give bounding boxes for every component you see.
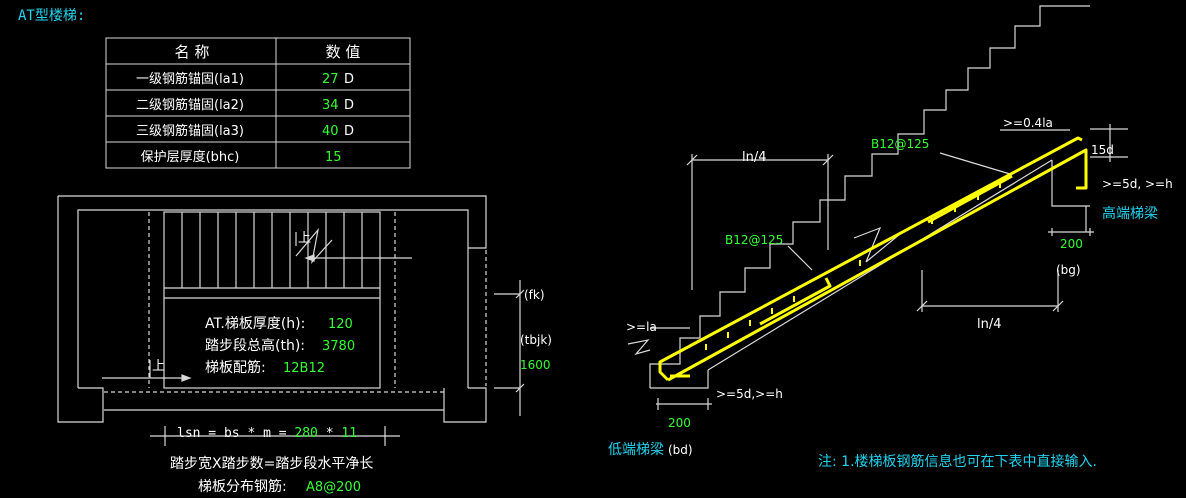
bg-label: (bg) (1056, 263, 1081, 277)
rebar-stirrup-marks (705, 182, 1001, 350)
ln4-bottom: ln/4 (977, 317, 1002, 332)
stair-plan (57, 195, 525, 446)
row-name: 二级钢筋锚固(la2) (136, 97, 244, 113)
distribution-value[interactable]: A8@200 (306, 480, 361, 495)
row-value[interactable]: 15 (325, 150, 342, 165)
plan-up-label: 上 (298, 231, 311, 246)
stair-section (627, 5, 1128, 410)
row-name: 一级钢筋锚固(la1) (136, 71, 244, 87)
rebar-value[interactable]: 12B12 (283, 361, 325, 376)
thickness-value[interactable]: 120 (328, 317, 353, 332)
table-header-value: 数 值 (326, 43, 361, 61)
hook-15d-label: 15d (1091, 143, 1114, 157)
table-row[interactable]: 二级钢筋锚固(la2) 34 D (136, 97, 354, 113)
table-header-name: 名 称 (175, 43, 210, 61)
anchor-041-label: >=0.4la (1003, 116, 1053, 130)
m-value[interactable]: 11 (341, 426, 357, 441)
row-value[interactable]: 40 (322, 124, 339, 139)
lsn-caption: 踏步宽X踏步数=踏步段水平净长 (170, 455, 373, 472)
tbjk-value[interactable]: 1600 (520, 358, 551, 372)
row-unit: D (344, 98, 354, 113)
ln4-top: ln/4 (742, 150, 767, 165)
drawing-title: AT型楼梯: (18, 8, 85, 24)
rebar-label: 梯板配筋: (205, 359, 266, 376)
plan-up-label: 上 (152, 359, 165, 374)
height-value[interactable]: 3780 (322, 339, 355, 354)
rebar-detail (658, 136, 1088, 382)
distribution-label: 梯板分布钢筋: (198, 478, 287, 495)
parameter-table (105, 37, 411, 169)
high-beam-label: 高端梯梁 (1102, 205, 1158, 222)
low-beam-width[interactable]: 200 (668, 416, 691, 430)
row-value[interactable]: 27 (322, 72, 339, 87)
bd-label: (bd) (668, 443, 693, 457)
rebar-mid-label[interactable]: B12@125 (725, 233, 783, 247)
anchor-la-label: >=la (626, 320, 657, 334)
row-unit: D (344, 124, 354, 139)
row-unit: D (344, 72, 354, 87)
rebar-top-label[interactable]: B12@125 (871, 137, 929, 151)
row-name: 保护层厚度(bhc) (141, 149, 240, 165)
bs-value[interactable]: 280 (294, 426, 317, 441)
table-row[interactable]: 一级钢筋锚固(la1) 27 D (136, 71, 354, 87)
low-beam-label: 低端梯梁 (608, 442, 664, 458)
hook-low-label: >=5d,>=h (716, 387, 783, 401)
row-name: 三级钢筋锚固(la3) (136, 123, 244, 139)
thickness-label: AT.梯板厚度(h): (205, 316, 305, 332)
high-beam-width[interactable]: 200 (1060, 237, 1083, 251)
row-value[interactable]: 34 (322, 98, 339, 113)
table-row[interactable]: 三级钢筋锚固(la3) 40 D (136, 123, 354, 139)
hook-high-label: >=5d, >=h (1102, 177, 1173, 191)
table-row[interactable]: 保护层厚度(bhc) 15 (141, 149, 342, 165)
height-label: 踏步段总高(th): (205, 337, 305, 354)
note-text: 注: 1.楼梯板钢筋信息也可在下表中直接输入. (818, 453, 1097, 470)
fk-label: (fk) (524, 288, 545, 302)
tbjk-label: (tbjk) (520, 333, 552, 347)
lsn-formula: lsn = bs * m = 280 * 11 (177, 426, 357, 441)
